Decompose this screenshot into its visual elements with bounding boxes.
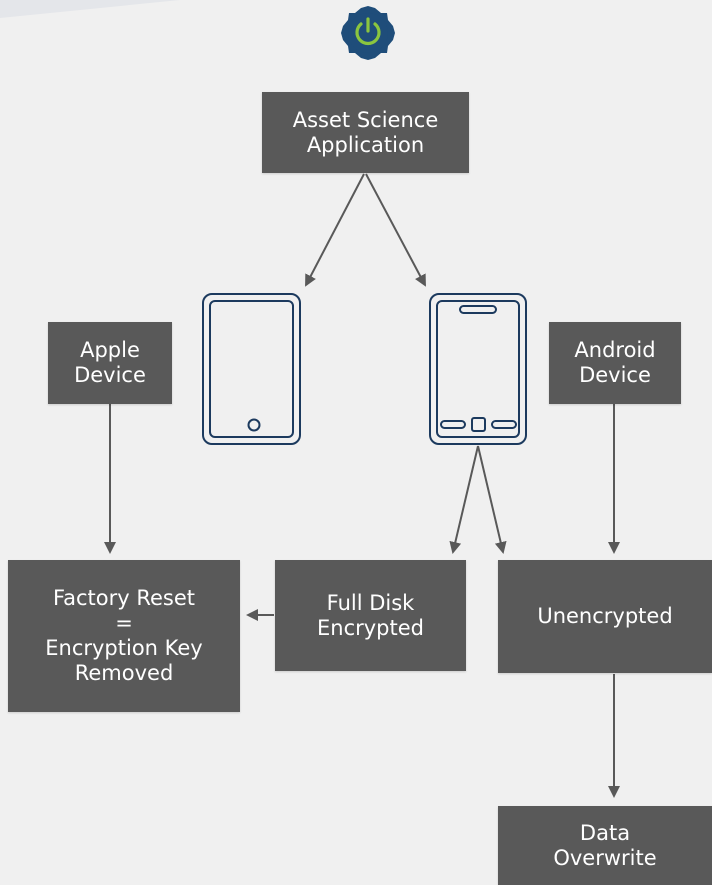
node-apple-device: Apple Device: [48, 322, 172, 404]
android-tablet-icon: [429, 293, 527, 445]
arrows: [104, 173, 620, 798]
node-data-overwrite: Data Overwrite: [498, 806, 712, 885]
node-asset-science-application: Asset Science Application: [262, 92, 469, 173]
node-full-disk-encrypted: Full Disk Encrypted: [275, 560, 466, 671]
corner-decoration: [0, 0, 180, 18]
node-factory-reset: Factory Reset = Encryption Key Removed: [8, 560, 240, 712]
power-icon: [341, 6, 395, 60]
arrow-tablet-to-fulldisk: [449, 445, 479, 554]
arrow-tablet-to-unencrypted: [477, 445, 507, 554]
arrow-app-to-android: [365, 173, 426, 287]
arrow-app-to-ipad: [305, 173, 365, 287]
node-android-device: Android Device: [549, 322, 681, 404]
node-unencrypted: Unencrypted: [498, 560, 712, 673]
ipad-icon: [202, 293, 301, 445]
